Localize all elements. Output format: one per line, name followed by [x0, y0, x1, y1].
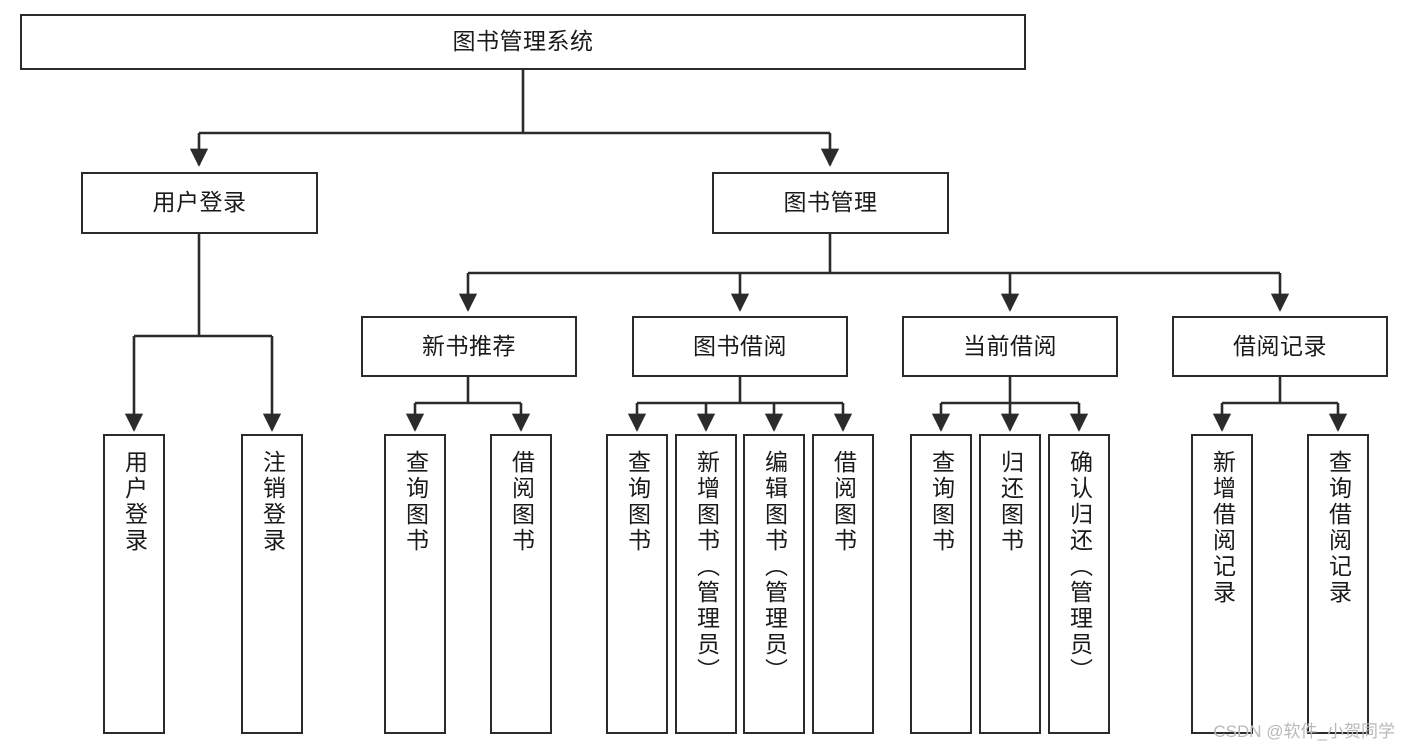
node-label: 注销登录 — [259, 450, 286, 554]
leaf-borrow-record-add-record[interactable]: 新增借阅记录 — [1191, 434, 1253, 734]
node-label: 当前借阅 — [963, 332, 1057, 359]
node-label: 归还图书 — [997, 450, 1024, 554]
node-label: 图书借阅 — [693, 332, 787, 359]
node-root-book-management-system[interactable]: 图书管理系统 — [20, 14, 1026, 70]
node-new-book-recommendation[interactable]: 新书推荐 — [361, 316, 577, 377]
node-label: 图书管理 — [783, 189, 878, 216]
node-label: 编辑图书（管理员） — [761, 450, 788, 684]
node-user-login[interactable]: 用户登录 — [81, 172, 318, 234]
node-label: 新书推荐 — [422, 332, 516, 359]
node-label: 新增图书（管理员） — [693, 450, 720, 684]
node-label: 查询图书 — [624, 450, 651, 554]
leaf-new-book-borrow-book[interactable]: 借阅图书 — [490, 434, 552, 734]
watermark: CSDN @软件_小贺同学 — [1213, 722, 1395, 741]
node-book-management[interactable]: 图书管理 — [712, 172, 949, 234]
node-label: 查询图书 — [928, 450, 955, 554]
leaf-user-login-login[interactable]: 用户登录 — [103, 434, 165, 734]
leaf-book-borrow-edit-book-admin[interactable]: 编辑图书（管理员） — [743, 434, 805, 734]
leaf-current-borrow-confirm-return-admin[interactable]: 确认归还（管理员） — [1048, 434, 1110, 734]
leaf-user-login-logout[interactable]: 注销登录 — [241, 434, 303, 734]
node-book-borrow[interactable]: 图书借阅 — [632, 316, 848, 377]
node-label: 借阅图书 — [830, 450, 857, 554]
node-label: 用户登录 — [152, 189, 247, 216]
node-label: 查询借阅记录 — [1325, 450, 1352, 606]
node-current-borrow[interactable]: 当前借阅 — [902, 316, 1118, 377]
node-label: 借阅图书 — [508, 450, 535, 554]
leaf-book-borrow-query-book[interactable]: 查询图书 — [606, 434, 668, 734]
leaf-book-borrow-add-book-admin[interactable]: 新增图书（管理员） — [675, 434, 737, 734]
leaf-current-borrow-return-book[interactable]: 归还图书 — [979, 434, 1041, 734]
leaf-book-borrow-borrow-book[interactable]: 借阅图书 — [812, 434, 874, 734]
leaf-new-book-query-book[interactable]: 查询图书 — [384, 434, 446, 734]
node-label: 新增借阅记录 — [1209, 450, 1236, 606]
node-label: 图书管理系统 — [452, 28, 594, 55]
node-label: 确认归还（管理员） — [1066, 450, 1093, 684]
node-label: 借阅记录 — [1233, 332, 1327, 359]
leaf-borrow-record-query-record[interactable]: 查询借阅记录 — [1307, 434, 1369, 734]
node-borrow-record[interactable]: 借阅记录 — [1172, 316, 1388, 377]
leaf-current-borrow-query-book[interactable]: 查询图书 — [910, 434, 972, 734]
node-label: 查询图书 — [402, 450, 429, 554]
node-label: 用户登录 — [121, 450, 148, 554]
